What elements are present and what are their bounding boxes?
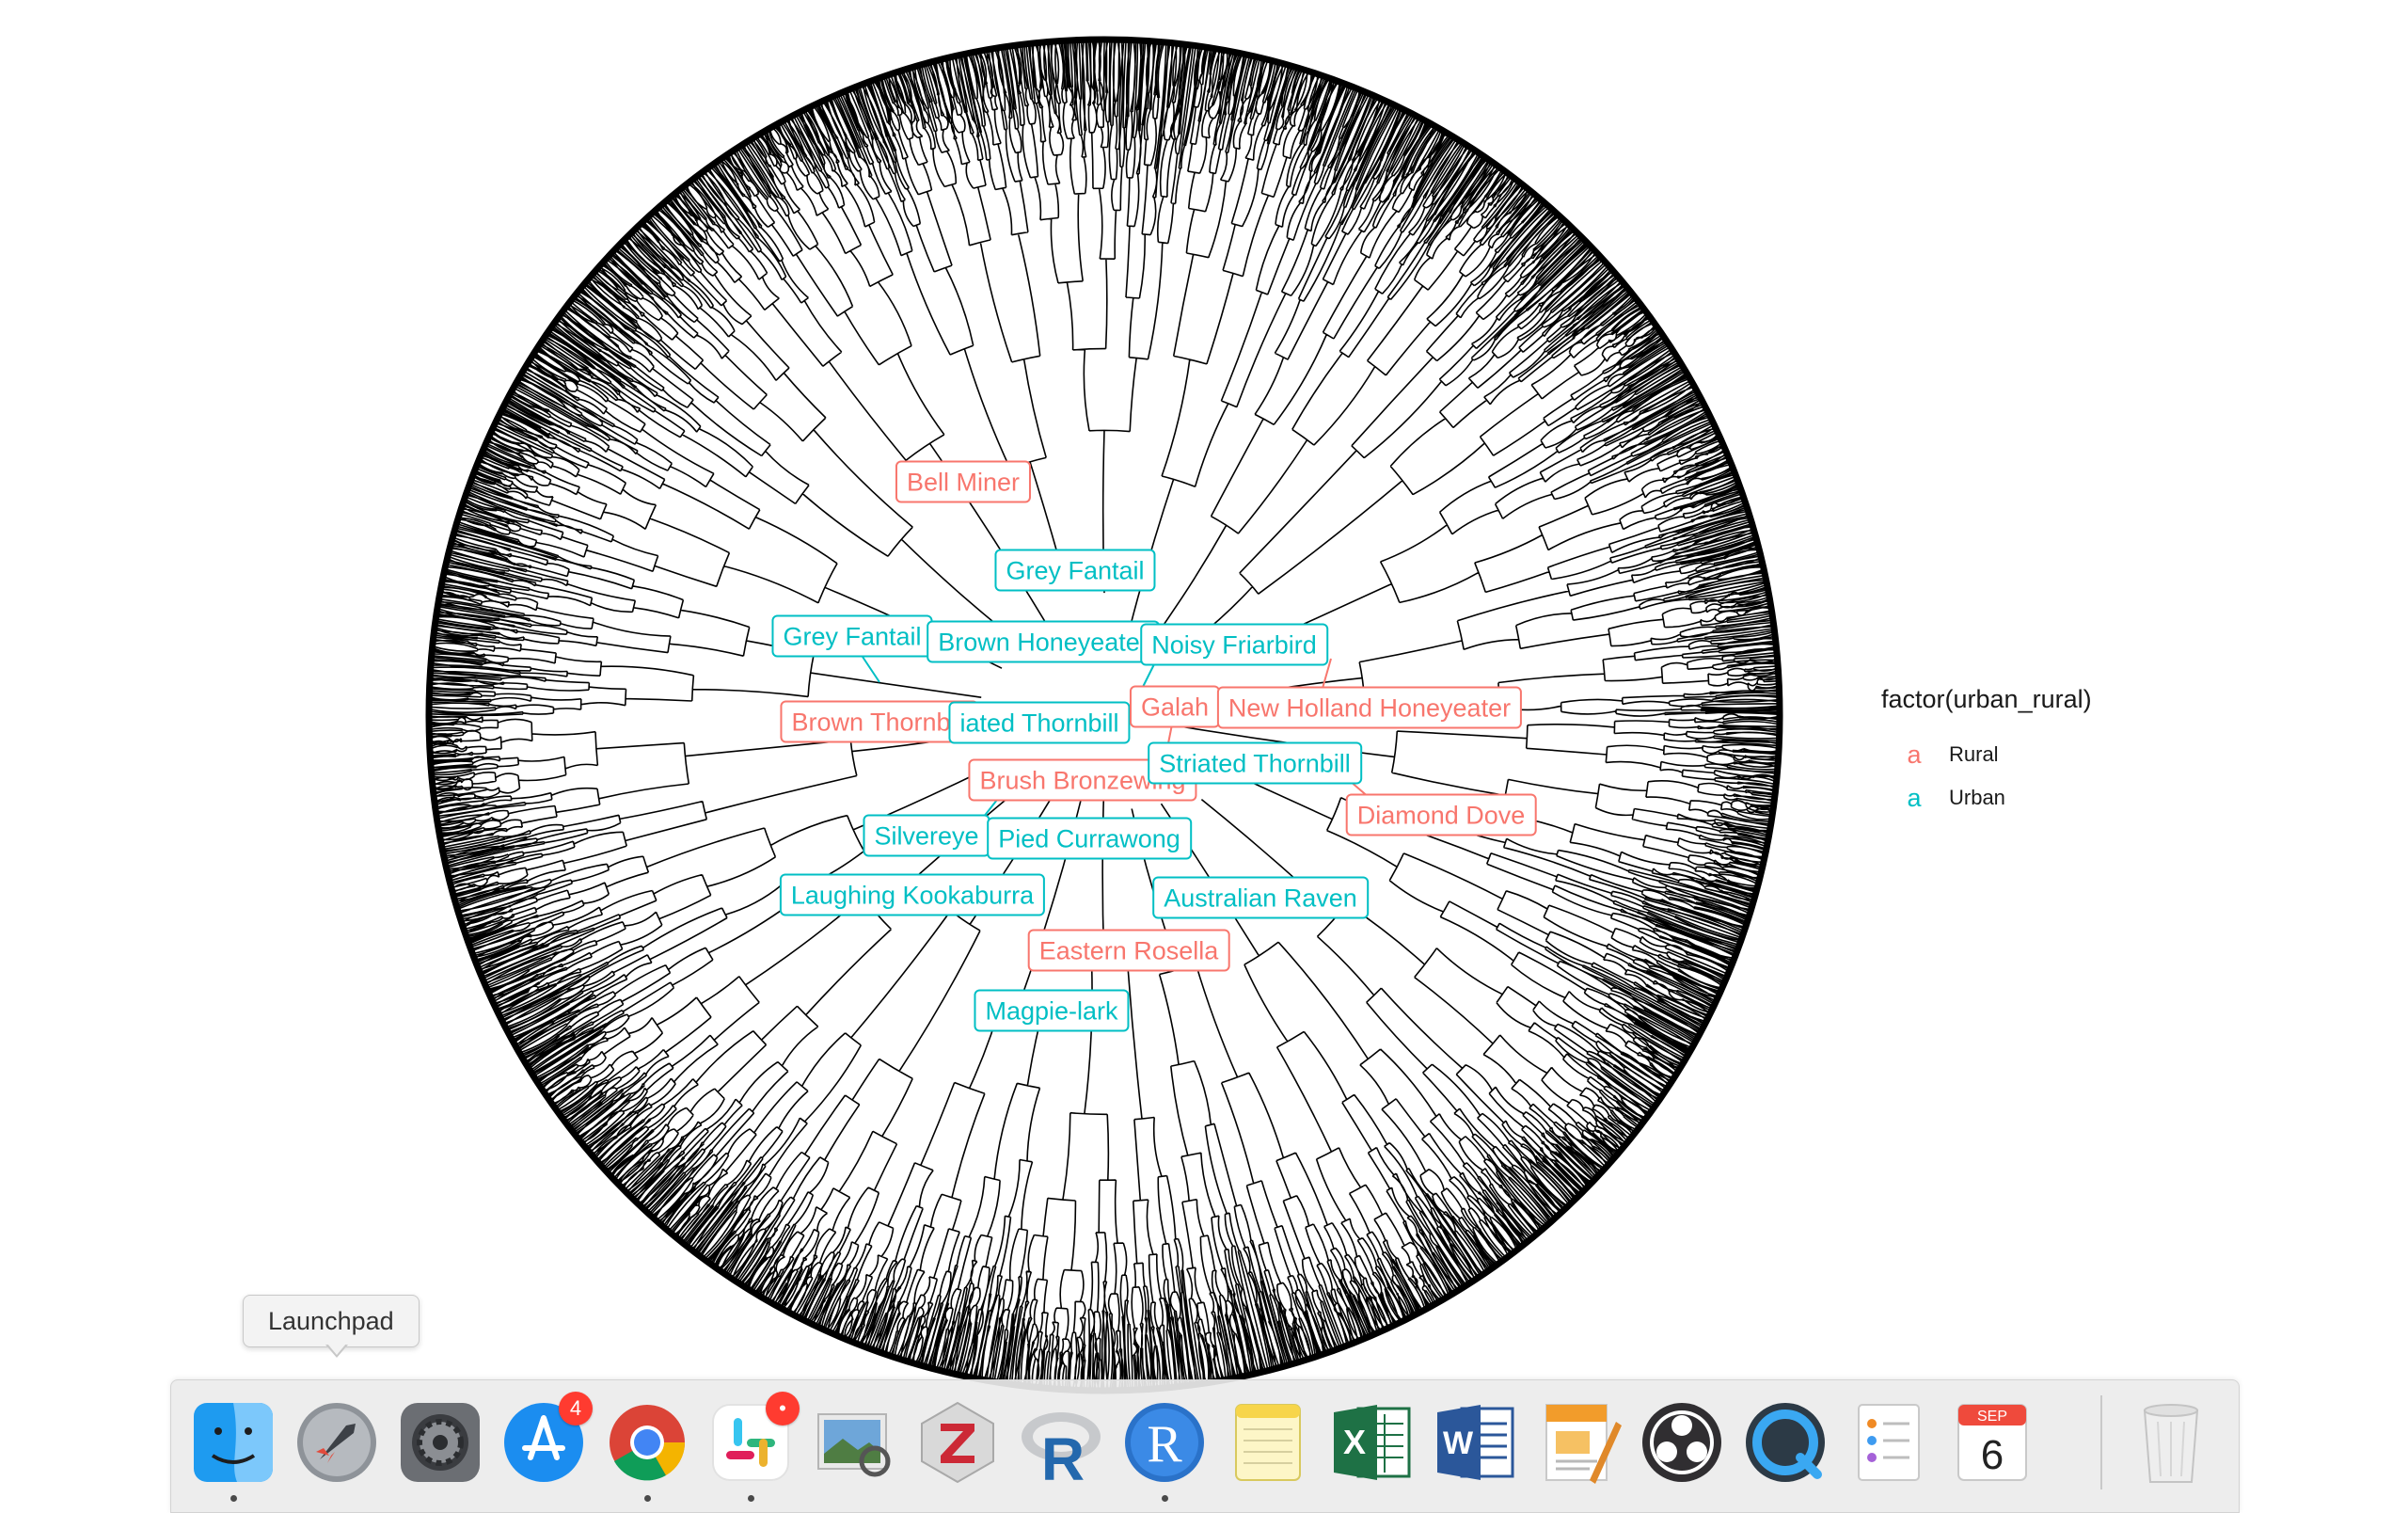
tip-label-magpie-lark: Magpie-lark bbox=[974, 989, 1130, 1032]
legend-label-urban: Urban bbox=[1949, 786, 2005, 809]
calendar-day: 6 bbox=[1981, 1432, 2004, 1478]
dock-app-system-preferences[interactable] bbox=[395, 1397, 485, 1488]
tip-label-brown-honeyeater: Brown Honeyeater bbox=[927, 620, 1160, 663]
r-icon: R bbox=[1125, 1403, 1204, 1482]
rstudio-icon: R bbox=[1022, 1412, 1101, 1493]
legend-title: factor(urban_rural) bbox=[1881, 685, 2092, 713]
legend-item-rural: a Rural bbox=[1898, 733, 2092, 776]
notes-icon bbox=[1235, 1404, 1301, 1481]
svg-text:X: X bbox=[1343, 1423, 1366, 1461]
zotero-icon bbox=[921, 1401, 994, 1484]
gear-icon bbox=[401, 1403, 480, 1482]
tip-label-galah: Galah bbox=[1129, 685, 1221, 728]
dock-app-preview[interactable] bbox=[809, 1397, 899, 1488]
dock-app-calendar[interactable]: SEP 6 bbox=[1947, 1397, 2037, 1488]
dock-app-finder[interactable] bbox=[188, 1397, 278, 1488]
dock-app-pages[interactable] bbox=[1533, 1397, 1624, 1488]
legend-key-rural: a bbox=[1907, 740, 1922, 769]
svg-text:R: R bbox=[1147, 1415, 1182, 1473]
tip-label-bell-miner: Bell Miner bbox=[895, 460, 1032, 503]
tip-label-laughing-kookaburra: Laughing Kookaburra bbox=[779, 873, 1046, 916]
dock-separator bbox=[2100, 1395, 2102, 1489]
legend-label-rural: Rural bbox=[1949, 742, 1999, 766]
tip-label-pied-currawong: Pied Currawong bbox=[987, 817, 1192, 860]
slack-icon bbox=[712, 1404, 789, 1481]
legend-key-urban: a bbox=[1907, 783, 1922, 812]
tip-label-new-holland-honeyeater: New Holland Honeyeater bbox=[1216, 686, 1523, 729]
dock-app-quicktime[interactable] bbox=[1740, 1397, 1830, 1488]
tip-label-grey-fantail: Grey Fantail bbox=[994, 549, 1156, 592]
calendar-month: SEP bbox=[1977, 1409, 2007, 1425]
dock-app-excel[interactable]: X bbox=[1326, 1397, 1417, 1488]
finder-icon bbox=[194, 1403, 273, 1482]
dock: 4 • bbox=[170, 1379, 2240, 1513]
tip-label-grey-fantail: Grey Fantail bbox=[771, 614, 933, 658]
tip-label-eastern-rosella: Eastern Rosella bbox=[1027, 929, 1230, 972]
quicktime-icon bbox=[1746, 1403, 1825, 1482]
dock-app-app-store[interactable]: 4 bbox=[499, 1392, 593, 1488]
excel-icon: X bbox=[1334, 1405, 1411, 1480]
chrome-icon bbox=[610, 1405, 686, 1481]
legend: factor(urban_rural) a Rural a Urban bbox=[1881, 685, 2092, 820]
app-store-icon bbox=[504, 1403, 583, 1482]
pages-icon bbox=[1545, 1404, 1622, 1484]
dock-app-reminders[interactable] bbox=[1844, 1397, 1934, 1488]
obs-icon bbox=[1642, 1403, 1721, 1482]
tip-label-diamond-dove: Diamond Dove bbox=[1345, 793, 1537, 836]
dock-app-rstudio[interactable]: R bbox=[1016, 1397, 1106, 1493]
tip-label-noisy-friarbird: Noisy Friarbird bbox=[1140, 623, 1328, 666]
dock-tooltip: Launchpad bbox=[243, 1295, 420, 1347]
dock-app-word[interactable]: W bbox=[1430, 1397, 1520, 1488]
tip-label-iated-thornbill: iated Thornbill bbox=[948, 701, 1131, 744]
tip-label-silvereye: Silvereye bbox=[863, 814, 990, 857]
dock-app-zotero[interactable] bbox=[912, 1397, 1003, 1488]
running-indicator bbox=[644, 1495, 651, 1502]
svg-text:W: W bbox=[1443, 1425, 1474, 1461]
running-indicator bbox=[230, 1495, 237, 1502]
legend-item-urban: a Urban bbox=[1898, 776, 2092, 820]
dock-app-r[interactable]: R bbox=[1119, 1397, 1210, 1488]
dock-app-trash[interactable] bbox=[2126, 1397, 2216, 1488]
dock-app-slack[interactable]: • bbox=[705, 1392, 800, 1488]
trash-icon bbox=[2143, 1404, 2199, 1483]
word-icon: W bbox=[1437, 1405, 1514, 1480]
dock-app-chrome[interactable] bbox=[602, 1397, 692, 1488]
label-leader-line bbox=[1321, 658, 1332, 693]
tooltip-arrow-inner bbox=[327, 1344, 346, 1355]
tree-branch-paths bbox=[428, 39, 1781, 1392]
reminders-icon bbox=[1858, 1404, 1920, 1481]
notification-badge: 4 bbox=[559, 1392, 593, 1425]
svg-text:R: R bbox=[1041, 1425, 1085, 1488]
running-indicator bbox=[748, 1495, 754, 1502]
label-leader-line bbox=[860, 653, 880, 683]
rocket-icon bbox=[297, 1403, 376, 1482]
dock-app-obs[interactable] bbox=[1637, 1397, 1727, 1488]
dock-app-launchpad[interactable] bbox=[292, 1397, 382, 1488]
preview-icon bbox=[817, 1413, 891, 1477]
tip-label-striated-thornbill: Striated Thornbill bbox=[1148, 741, 1362, 785]
tip-label-australian-raven: Australian Raven bbox=[1152, 876, 1369, 919]
running-indicator bbox=[1162, 1495, 1168, 1502]
notification-badge: • bbox=[766, 1392, 800, 1425]
dock-app-notes[interactable] bbox=[1223, 1397, 1313, 1488]
calendar-icon: SEP 6 bbox=[1957, 1404, 2027, 1481]
